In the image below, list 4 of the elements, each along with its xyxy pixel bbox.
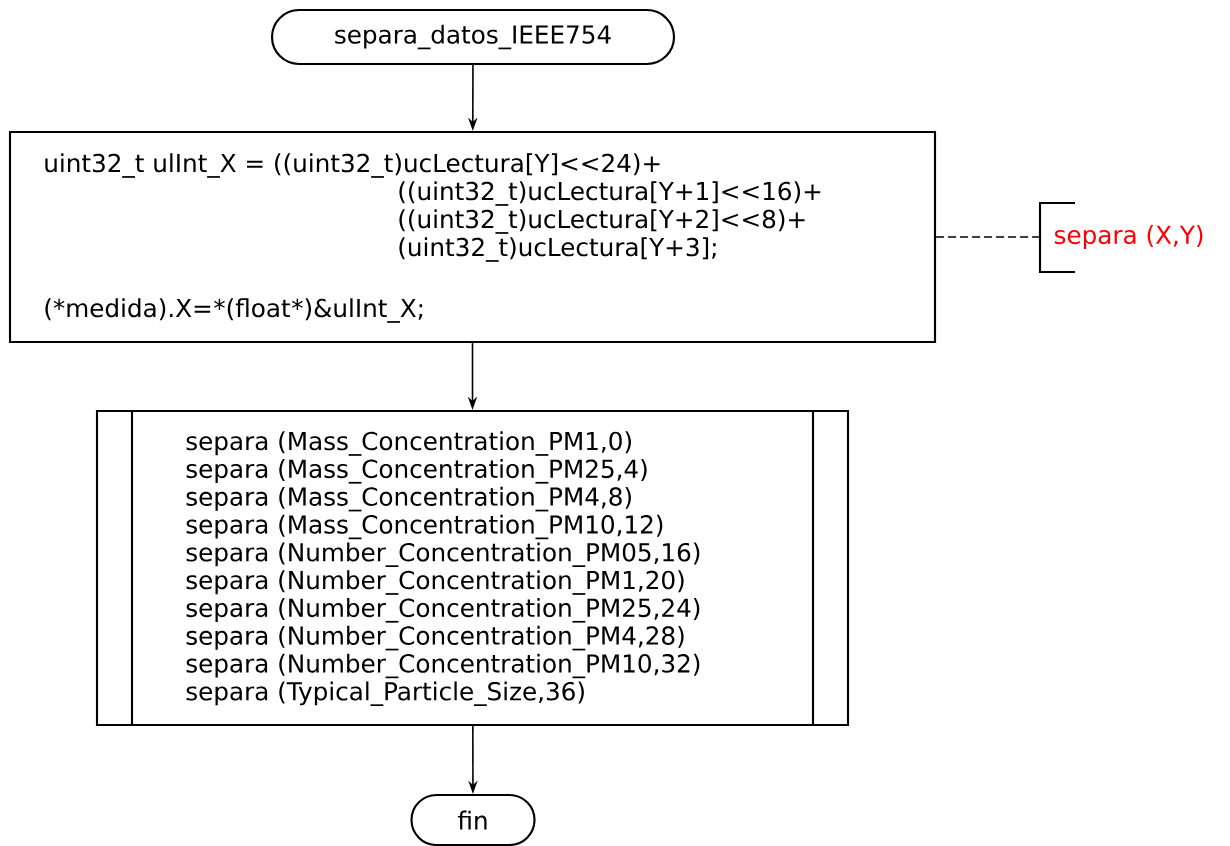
dashed-connector	[935, 236, 1041, 238]
annotation-bracket: separa (X,Y)	[1038, 201, 1203, 274]
process-box: uint32_t ulInt_X = ((uint32_t)ucLectura[Y]<<24)+ ((uint32_t)ucLectura[Y+1]<<16)+ ((uint32_t)ucLectura[Y+2]<<8)+ (uint32_t)ucLectura[Y+3]; (*medida).X=*(float*)&ulInt_X;	[8, 130, 937, 344]
subroutine-box: separa (Mass_Concentration_PM1,0) separa (Mass_Concentration_PM25,4) separa (Mass_Concentration_PM4,8) separa (Mass_Concentration_PM10,12) separa (Number_Concentration_PM05,16) separa (Number_Concentration_PM1,20) separa (Number_Concentration_PM25,24) separa (Number_Concentration_PM4,28) separa (Number_Concentration_PM10,32) separa (Typical_Particle_Size,36)	[95, 409, 850, 727]
